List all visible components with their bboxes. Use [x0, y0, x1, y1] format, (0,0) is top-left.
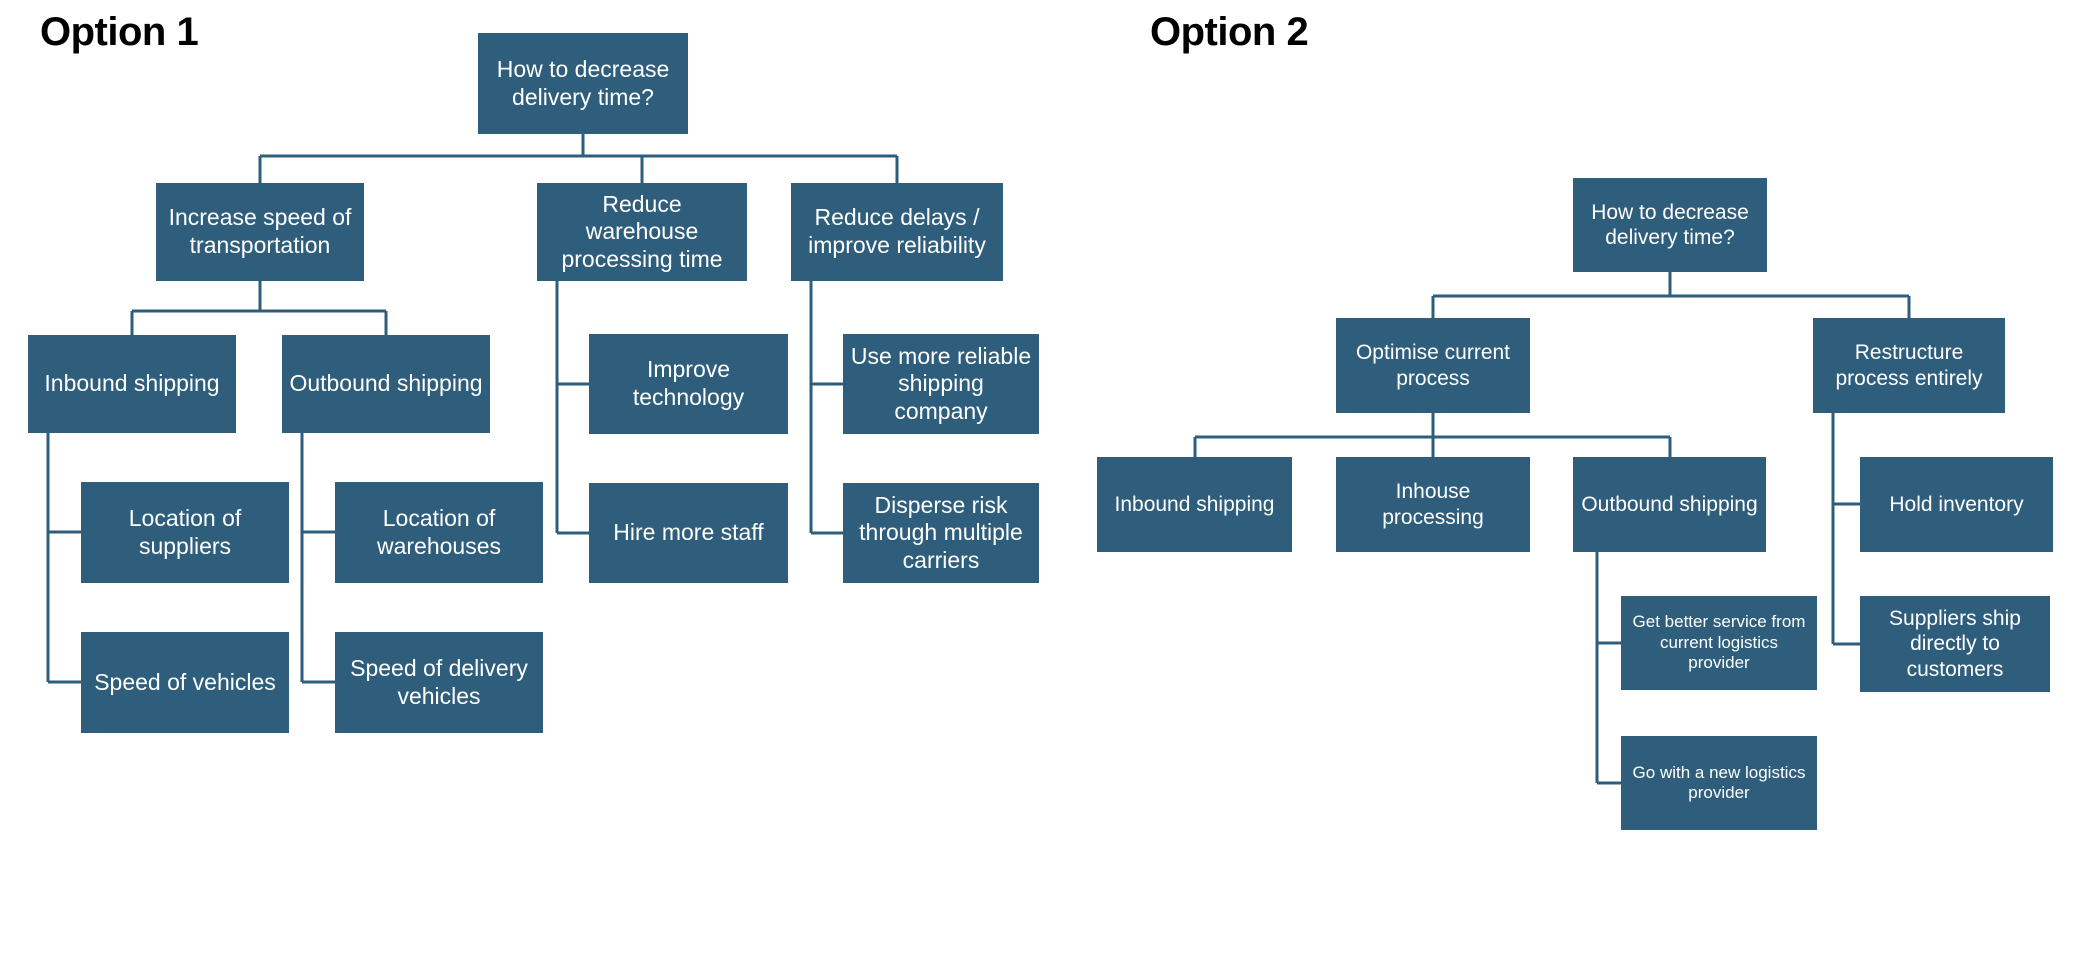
node-o1-reduce-warehouse-time: Reduce warehouse processing time	[537, 183, 747, 281]
connector-o2-root-to-level2	[1431, 272, 1911, 318]
node-o1-outbound-shipping: Outbound shipping	[282, 335, 490, 433]
node-o1-improve-technology: Improve technology	[589, 334, 788, 434]
node-o2-inbound-shipping: Inbound shipping	[1097, 457, 1292, 552]
connector-o2-optimise-children	[1193, 413, 1672, 457]
connector-o2-outbound-children	[1595, 552, 1621, 785]
node-o1-location-of-warehouses: Location of warehouses	[335, 482, 543, 583]
node-o1-hire-more-staff: Hire more staff	[589, 483, 788, 583]
connector-o1-warehouse-children	[555, 281, 589, 535]
connector-o1-inbound-children	[46, 433, 81, 684]
connector-o2-restructure-children	[1831, 413, 1860, 646]
connector-o1-outbound-children	[300, 433, 335, 684]
node-o1-disperse-risk: Disperse risk through multiple carriers	[843, 483, 1039, 583]
node-o1-location-of-suppliers: Location of suppliers	[81, 482, 289, 583]
option2-title: Option 2	[1150, 10, 1309, 54]
node-o2-outbound-shipping: Outbound shipping	[1573, 457, 1766, 552]
node-o2-optimise-current-process: Optimise current process	[1336, 318, 1530, 413]
node-o1-increase-speed: Increase speed of transportation	[156, 183, 364, 281]
node-o2-suppliers-ship-directly: Suppliers ship directly to customers	[1860, 596, 2050, 692]
connector-o1-delays-children	[809, 281, 843, 535]
node-o1-root-question: How to decrease delivery time?	[478, 33, 688, 134]
node-o1-inbound-shipping: Inbound shipping	[28, 335, 236, 433]
node-o2-inhouse-processing: Inhouse processing	[1336, 457, 1530, 552]
node-o2-restructure-process: Restructure process entirely	[1813, 318, 2005, 413]
option1-title: Option 1	[40, 10, 199, 54]
node-o2-root-question: How to decrease delivery time?	[1573, 178, 1767, 272]
connector-o1-root-to-level2	[258, 134, 899, 183]
node-o2-hold-inventory: Hold inventory	[1860, 457, 2053, 552]
node-o1-speed-of-vehicles: Speed of vehicles	[81, 632, 289, 733]
node-o2-get-better-service: Get better service from current logistic…	[1621, 596, 1817, 690]
node-o1-reliable-shipping-company: Use more reliable shipping company	[843, 334, 1039, 434]
node-o1-reduce-delays: Reduce delays / improve reliability	[791, 183, 1003, 281]
node-o2-new-logistics-provider: Go with a new logistics provider	[1621, 736, 1817, 830]
node-o1-speed-of-delivery-vehicles: Speed of delivery vehicles	[335, 632, 543, 733]
connector-o1-increase-to-shipping	[130, 281, 388, 335]
